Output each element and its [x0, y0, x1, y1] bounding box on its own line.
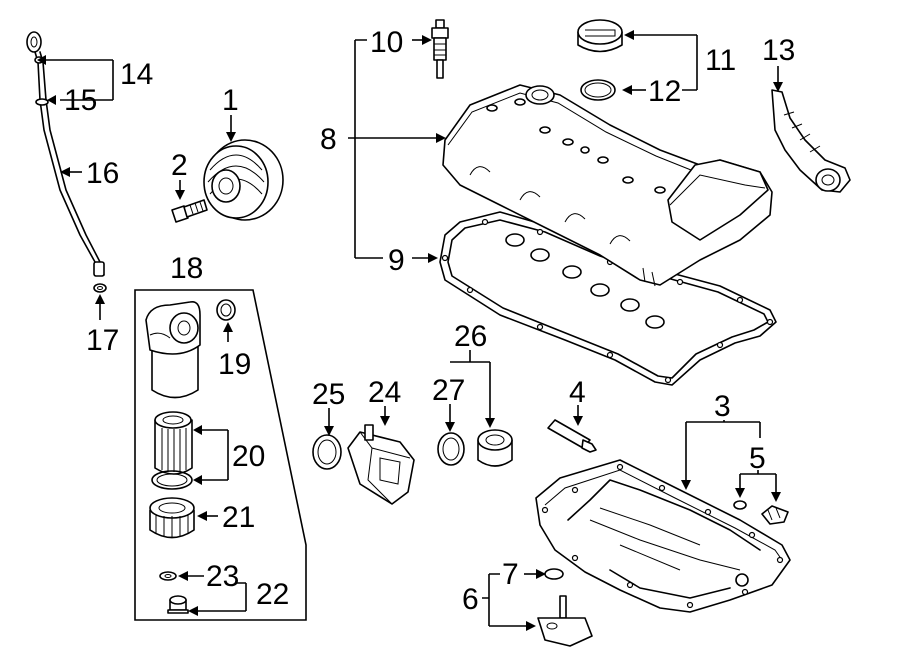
callout-2: 2	[171, 149, 188, 182]
callout-27: 27	[432, 374, 465, 407]
callout-7: 7	[502, 558, 519, 591]
callout-14: 14	[120, 58, 153, 91]
callout-4: 4	[569, 376, 586, 409]
seal-25-part	[312, 434, 342, 470]
valve-cover-gasket-part	[439, 211, 777, 386]
oring-19-part	[216, 299, 236, 321]
seal-7-part	[544, 568, 564, 580]
callout-5: 5	[749, 442, 766, 475]
filter-group-bracket	[134, 289, 307, 621]
callout-21: 21	[222, 501, 255, 534]
small-seal-part	[159, 571, 177, 581]
callout-6: 6	[462, 583, 479, 616]
callout-10: 10	[370, 26, 403, 59]
seal-27-part	[437, 432, 465, 466]
callout-12: 12	[648, 75, 681, 108]
breather-hose-part	[771, 89, 851, 193]
callout-24: 24	[368, 376, 401, 409]
gasket-ring-part	[151, 470, 193, 490]
sealant-tube-part	[547, 419, 597, 453]
oring-5-part	[733, 500, 747, 510]
callout-19: 19	[218, 348, 251, 381]
callout-20: 20	[232, 440, 265, 473]
dipstick-part	[26, 31, 105, 277]
callout-15: 15	[64, 84, 97, 117]
dipstick-seal-part	[93, 283, 107, 293]
callout-11: 11	[705, 44, 736, 77]
sensor-26-part	[477, 429, 513, 467]
callout-3: 3	[714, 390, 731, 423]
sensor-part	[431, 19, 449, 79]
sensor-6-part	[537, 595, 593, 647]
filter-housing-part	[145, 300, 201, 399]
callout-17: 17	[86, 324, 119, 357]
callout-18: 18	[170, 252, 203, 285]
callout-26: 26	[454, 320, 487, 353]
bolt-part	[171, 199, 208, 223]
filter-element-part	[154, 411, 193, 475]
callout-8: 8	[320, 123, 337, 156]
cap-seal-part	[580, 79, 616, 101]
pulley-part	[203, 139, 284, 221]
cooler-24-part	[347, 424, 415, 505]
callout-9: 9	[388, 244, 405, 277]
drain-plug-5-part	[761, 505, 789, 525]
callout-16: 16	[86, 157, 119, 190]
callout-23: 23	[206, 560, 239, 593]
oil-pan-part	[535, 459, 791, 613]
callout-13: 13	[762, 34, 795, 67]
callout-25: 25	[312, 378, 345, 411]
callout-1: 1	[222, 84, 239, 117]
valve-cover-part	[442, 84, 773, 287]
callout-22: 22	[256, 578, 289, 611]
filter-cap-part	[149, 497, 195, 539]
oil-cap-part	[577, 19, 623, 53]
drain-plug-part	[167, 595, 189, 614]
